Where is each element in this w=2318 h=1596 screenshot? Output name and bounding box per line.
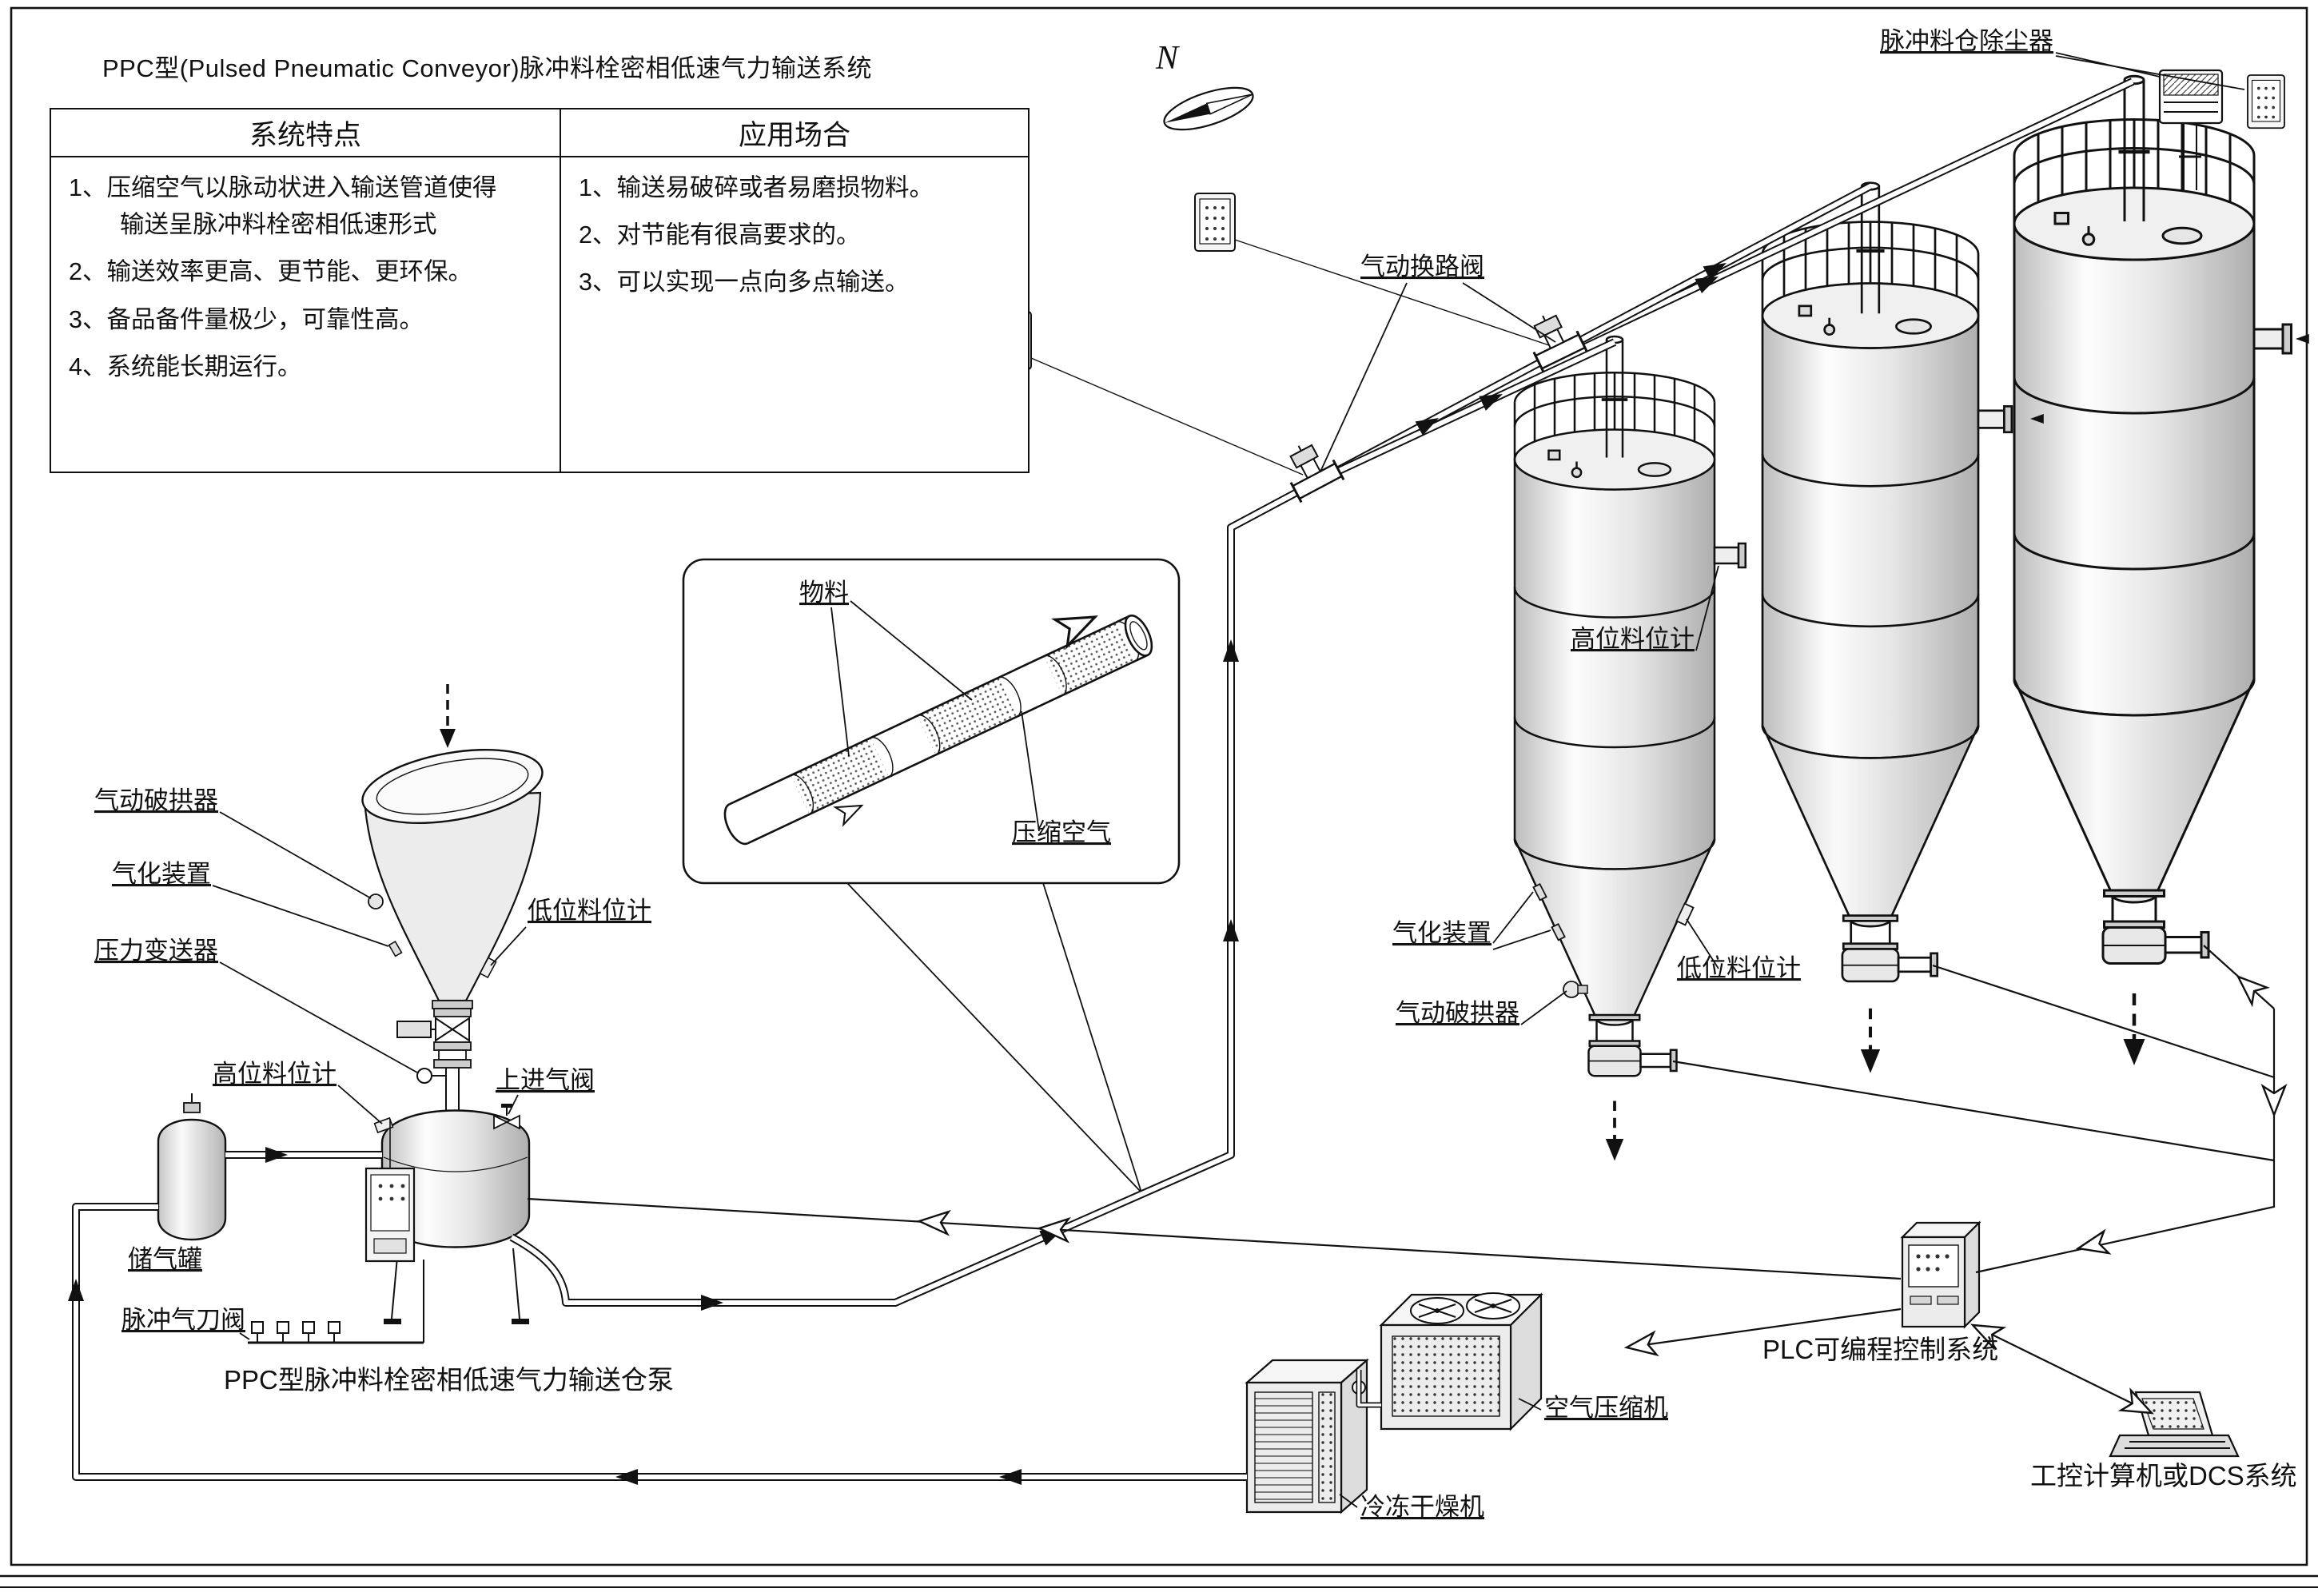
- conveying-pipe-detail: [723, 614, 1153, 846]
- feed-hopper: [361, 684, 544, 1009]
- spec-table-applications-column: 应用场合 1、输送易破碎或者易磨损物料。 2、对节能有很高要求的。 3、可以实现…: [561, 109, 1028, 472]
- low-level-sensor-icon: [1675, 902, 1695, 926]
- industrial-computer: [2109, 1391, 2240, 1458]
- silo-1-instruments: [1532, 882, 1695, 998]
- label-dryer: 冷冻干燥机: [1360, 1493, 1484, 1521]
- diverter-control-panel-2: [1194, 193, 1236, 252]
- material-plug: [1044, 622, 1135, 695]
- feature-item-cont: 输送呈脉冲料栓密相低速形式: [120, 211, 437, 239]
- label-pump-high-level: 高位料位计: [213, 1060, 337, 1088]
- fan-icon: [1410, 1297, 1464, 1324]
- fluidizer-nozzle-icon: [1551, 922, 1566, 941]
- spec-table-header-features: 系统特点: [51, 109, 560, 157]
- feature-item: 2、输送效率更高、更节能、更环保。: [69, 258, 472, 286]
- top-inlet-valve-icon: [493, 1104, 520, 1130]
- signal-arrows: [917, 967, 2287, 1424]
- material-plug: [917, 677, 1018, 755]
- low-level-sensor-icon: [479, 957, 497, 979]
- spec-table-applications-cell: 1、输送易破碎或者易磨损物料。 2、对节能有很高要求的。 3、可以实现一点向多点…: [561, 157, 1028, 312]
- high-level-sensor-icon: [373, 1116, 394, 1134]
- dust-collector-control-panel: [2247, 74, 2285, 129]
- label-compressor: 空气压缩机: [1544, 1394, 1668, 1422]
- page-title: PPC型(Pulsed Pneumatic Conveyor)脉冲料栓密相低速气…: [102, 54, 873, 82]
- silo-1: [1513, 335, 1747, 1163]
- label-silo-fluidizer: 气化装置: [1392, 919, 1492, 947]
- pulse-valve-icon: [251, 1321, 341, 1343]
- label-silo-dust-collector: 脉冲料仓除尘器: [1880, 27, 2053, 55]
- plc-cabinet: [1900, 1220, 1981, 1329]
- pressure-transmitter-icon: [416, 1068, 432, 1084]
- application-item: 3、可以实现一点向多点输送。: [579, 269, 910, 297]
- label-pulse-knife-valve: 脉冲气刀阀: [121, 1306, 245, 1334]
- spec-table-features-column: 系统特点 1、压缩空气以脉动状进入输送管道使得 输送呈脉冲料栓密相低速形式 2、…: [51, 109, 561, 472]
- label-top-inlet-valve: 上进气阀: [496, 1066, 595, 1094]
- feature-item: 1、压缩空气以脉动状进入输送管道使得: [69, 174, 497, 201]
- label-inset-air: 压缩空气: [1012, 818, 1111, 846]
- label-air-tank: 储气罐: [128, 1245, 202, 1273]
- label-pressure-transmitter: 压力变送器: [94, 937, 218, 965]
- air-storage-tank: [157, 1093, 227, 1241]
- compass-north-label: N: [1155, 40, 1180, 77]
- silo-dust-collector: [2158, 69, 2224, 192]
- application-item: 2、对节能有很高要求的。: [579, 221, 861, 249]
- label-silo-arch-breaker: 气动破拱器: [1396, 999, 1519, 1027]
- knife-gate-valve-stack: [396, 1008, 472, 1112]
- silo-2: [1762, 183, 2012, 1073]
- control-signal-lines: [527, 945, 2276, 1414]
- spec-table-features-cell: 1、压缩空气以脉动状进入输送管道使得 输送呈脉冲料栓密相低速形式 2、输送效率更…: [51, 157, 560, 396]
- compass-icon: N: [1155, 40, 1254, 131]
- label-pump-caption: PPC型脉冲料栓密相低速气力输送仓泵: [224, 1365, 674, 1395]
- label-diverter-valve: 气动换路阀: [1360, 253, 1484, 281]
- pump-control-cabinet: [364, 1119, 416, 1263]
- pipe-detail-inset: [682, 558, 1181, 1193]
- spec-table-header-applications: 应用场合: [561, 109, 1028, 157]
- sheet-frame: [0, 6, 2318, 1588]
- panel-link-line: [1030, 357, 1304, 476]
- application-item: 1、输送易破碎或者易磨损物料。: [579, 174, 934, 201]
- ppc-pump-vessel: [364, 1104, 531, 1324]
- label-silo-low-level: 低位料位计: [1677, 954, 1801, 982]
- callout-labels: 脉冲料仓除尘器 气动换路阀 高位料位计 气化装置 低位料位计 气动破拱器 物料 …: [94, 27, 2297, 1521]
- feature-item: 3、备品备件量极少，可靠性高。: [69, 305, 424, 333]
- silo-3: [2014, 76, 2292, 1065]
- label-inset-material: 物料: [799, 579, 849, 607]
- label-computer: 工控计算机或DCS系统: [2030, 1461, 2297, 1491]
- label-hopper-fluidizer: 气化装置: [112, 860, 211, 888]
- fluidizer-nozzle-icon: [1532, 882, 1547, 901]
- arch-breaker-icon: [368, 894, 384, 909]
- label-plc: PLC可编程控制系统: [1762, 1335, 1998, 1364]
- panel-link-line: [1234, 239, 1550, 346]
- material-plug: [791, 738, 889, 814]
- label-silo-high-level: 高位料位计: [1571, 625, 1695, 653]
- spec-table: 系统特点 1、压缩空气以脉动状进入输送管道使得 输送呈脉冲料栓密相低速形式 2、…: [50, 108, 1030, 473]
- pulse-knife-valve-manifold: [248, 1260, 424, 1344]
- air-compressor: [1379, 1292, 1543, 1431]
- refrigerated-dryer: [1245, 1358, 1369, 1514]
- label-hopper-arch-breaker: 气动破拱器: [94, 786, 218, 814]
- feature-item: 4、系统能长期运行。: [69, 352, 302, 380]
- compressed-air-pipeline: [72, 1151, 1381, 1481]
- conveying-pipeline: [509, 78, 2135, 1307]
- arch-breaker-icon: [1563, 981, 1580, 998]
- label-hopper-low-level: 低位料位计: [528, 897, 651, 925]
- fluidizer-nozzle-icon: [388, 940, 403, 957]
- fan-icon: [1466, 1292, 1520, 1319]
